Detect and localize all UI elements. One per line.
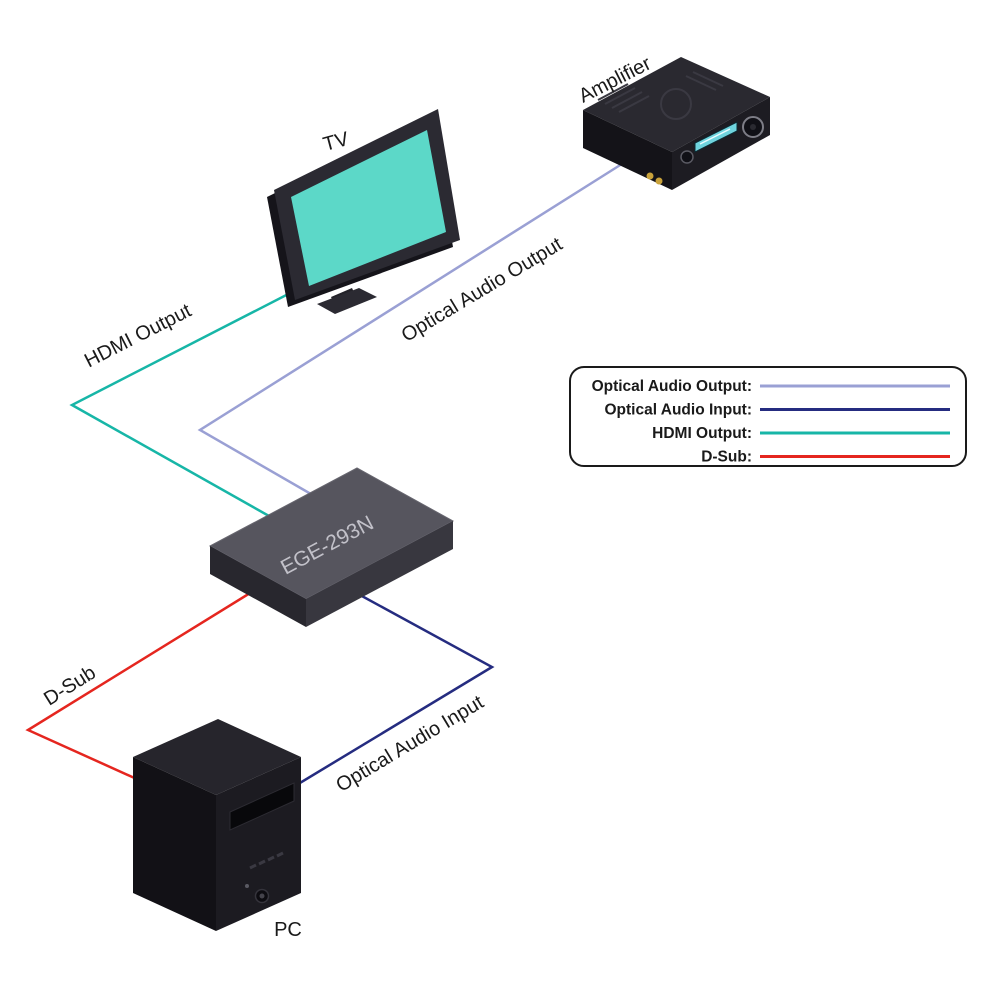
- pc-top-face: [133, 719, 301, 795]
- switcher-front-face: [210, 546, 306, 627]
- pc-drive-bay: [229, 782, 295, 831]
- pc-port-cluster: [249, 851, 284, 870]
- legend: Optical Audio Output: Optical Audio Inpu…: [569, 366, 967, 467]
- tv-stand-base: [317, 288, 377, 314]
- tv-label: TV: [321, 128, 352, 156]
- legend-box: [569, 366, 967, 467]
- legend-label-d-sub: D-Sub:: [701, 449, 752, 466]
- pc-front-face: [133, 757, 216, 931]
- legend-label-optical-audio-input: Optical Audio Input:: [604, 402, 752, 419]
- amplifier-rca-jack-right: [655, 177, 663, 185]
- amplifier-vents: [597, 71, 724, 113]
- pc-label: PC: [274, 919, 302, 941]
- pc-power-led: [245, 884, 249, 888]
- amplifier-input-knob: [680, 150, 694, 164]
- optical-audio-input-line-label: Optical Audio Input: [332, 691, 488, 797]
- switcher-right-face: [306, 521, 453, 627]
- hdmi-output-line: [69, 286, 301, 527]
- amplifier-display: [694, 121, 738, 153]
- amplifier-rca-jack-left: [646, 172, 654, 180]
- legend-label-optical-audio-output: Optical Audio Output:: [592, 378, 752, 395]
- amplifier-volume-knob-center: [750, 124, 756, 130]
- tv-device: [267, 109, 460, 314]
- tv-screen: [291, 130, 446, 286]
- amplifier-top-speaker-circle: [660, 88, 692, 120]
- legend-label-hdmi-output: HDMI Output:: [652, 425, 752, 442]
- amplifier-display-segment: [699, 128, 731, 145]
- amplifier-device: [583, 57, 770, 190]
- hdmi-output-line-label: HDMI Output: [81, 300, 195, 373]
- d-sub-line: [25, 588, 256, 787]
- switcher-device: EGE-293N: [208, 467, 455, 627]
- amplifier-front-face: [583, 110, 672, 190]
- optical-audio-output-line: [197, 160, 626, 507]
- optical-audio-input-line: [279, 593, 495, 797]
- pc-power-button-center: [259, 893, 265, 899]
- pc-device: [133, 719, 301, 931]
- amplifier-top-face: [583, 57, 770, 152]
